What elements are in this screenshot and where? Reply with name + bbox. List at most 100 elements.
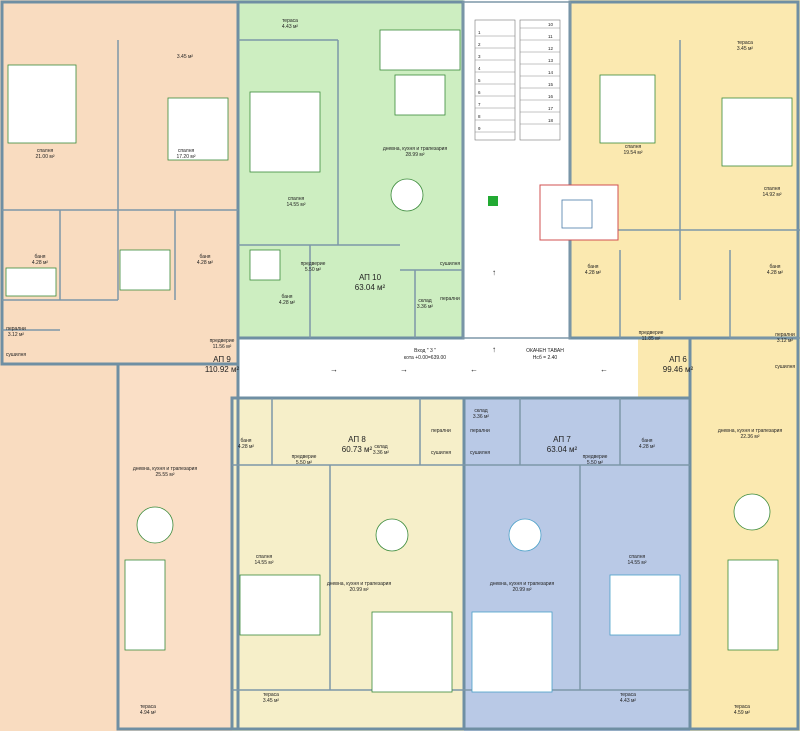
sofa-icon (124, 559, 166, 651)
wall-apt7 (462, 396, 692, 731)
room-name-a10_bed: спалня (288, 196, 305, 202)
double-bed-icon (239, 574, 321, 636)
room-area-a8_storage: 3.36 м² (373, 450, 390, 456)
room-name-a6_bath2: баня (770, 264, 781, 270)
room-name-a10_dryer: сушилня (440, 261, 460, 267)
stair-number: 11 (548, 34, 553, 39)
stair-number: 8 (478, 114, 481, 119)
room-name-a6_dryer: сушилня (775, 364, 795, 370)
room-name-a10_hall: предверие (301, 261, 326, 267)
room-name-a10_living: дневна, кухня и трапезария (383, 146, 448, 152)
room-name-a8_storage: склад (374, 444, 387, 450)
corridor-arrows: → → ← ← ↑ ↑ (330, 268, 608, 374)
room-name-a9_dryer: сушилня (6, 352, 26, 358)
apartment-labels: АП 9 110.92 м² АП 10 63.04 м² АП 6 99.46… (205, 273, 694, 454)
room-area-a6_living: 22.36 м² (740, 434, 759, 440)
stair-number: 7 (478, 102, 481, 107)
room-name-a6_terrace_bottom: тераса (734, 704, 750, 710)
apartment-9-zone (0, 0, 238, 731)
room-area-a9_bed1: 21.00 м² (35, 154, 54, 160)
room-area-a10_living: 28.99 м² (405, 152, 424, 158)
stair-number: 4 (478, 66, 481, 71)
room-area-a8_terrace: 3.45 м² (263, 698, 280, 704)
up-arrow-icon: ↑ (492, 268, 496, 277)
apt10-area: 63.04 м² (355, 283, 386, 292)
apt9-name: АП 9 (213, 355, 231, 364)
double-bed-icon (7, 64, 77, 144)
ceiling-height: Hсб = 2.40 (533, 355, 558, 361)
entrance-level: кота +0.00=639.00 (404, 355, 446, 361)
sofa-icon (371, 611, 453, 693)
room-name-a7_laundry: перални (470, 428, 490, 434)
room-name-a6_bed2: спалня (764, 186, 781, 192)
room-area-a7_terrace: 4.43 м² (620, 698, 637, 704)
apt9-area: 110.92 м² (205, 365, 240, 374)
room-area-a6_terrace: 3.45 м² (737, 46, 754, 52)
room-area-a6_bath1: 4.28 м² (585, 270, 602, 276)
up-arrow-icon: ← (470, 365, 478, 374)
wall-stairwell (462, 1, 571, 339)
room-name-a9_hall: предверие (210, 338, 235, 344)
room-name-a9_bed2: спалня (178, 148, 195, 154)
room-name-a10_terrace: тераса (282, 18, 298, 24)
room-area-a7_bath: 4.28 м² (639, 444, 656, 450)
room-name-a9_terrace_bottom: тераса (140, 704, 156, 710)
room-name-a9_bath1: баня (35, 254, 46, 260)
room-area-a7_living: 20.99 м² (512, 587, 531, 593)
room-name-a7_storage: склад (474, 408, 487, 414)
room-name-a6_living: дневна, кухня и трапезария (718, 428, 783, 434)
room-name-a9_bed1: спалня (37, 148, 54, 154)
room-area-a9_living: 25.55 м² (155, 472, 174, 478)
double-bed-icon (721, 97, 793, 167)
bathtub-icon (5, 267, 57, 297)
sofa-icon (379, 29, 461, 71)
room-area-a8_bed: 14.55 м² (254, 560, 273, 566)
double-bed-icon (599, 74, 656, 144)
room-area-a7_bed: 14.55 м² (627, 560, 646, 566)
furniture (5, 29, 793, 693)
room-area-a9_bed2: 17.20 м² (176, 154, 195, 160)
room-name-a6_bath1: баня (588, 264, 599, 270)
room-name-a10_storage: склад (418, 298, 431, 304)
room-area-a9_laundry: 3.12 м² (8, 332, 25, 338)
room-name-a7_living: дневна, кухня и трапезария (490, 581, 555, 587)
up-arrow-icon: → (330, 365, 338, 374)
room-name-a9_living: дневна, кухня и трапезария (133, 466, 198, 472)
room-name-a7_terrace: тераса (620, 692, 636, 698)
double-bed-icon (249, 91, 321, 173)
dining-table-icon (508, 518, 542, 552)
room-area-a10_bed: 14.55 м² (286, 202, 305, 208)
stair-number: 16 (548, 94, 554, 99)
stair-number: 18 (548, 118, 554, 123)
stair-number: 5 (478, 78, 481, 83)
room-name-a8_living: дневна, кухня и трапезария (327, 581, 392, 587)
armchair-icon (394, 74, 446, 116)
room-area-a10_bath: 4.28 м² (279, 300, 296, 306)
apartment-9-zone-lower (118, 365, 238, 731)
room-name-a9_laundry: перални (6, 326, 26, 332)
stair-number: 1 (478, 30, 481, 35)
room-area-a10_storage: 3.36 м² (417, 304, 434, 310)
exit-sign-icon (488, 196, 498, 206)
room-name-a6_bed1: спалня (625, 144, 642, 150)
apt7-name: АП 7 (553, 435, 571, 444)
stair-number: 9 (478, 126, 481, 131)
room-name-a8_bath: баня (241, 438, 252, 444)
stair-number: 15 (548, 82, 554, 87)
apartment-6-zone (570, 0, 800, 731)
room-name-a8_dryer: сушилня (431, 450, 451, 456)
room-name-a7_dryer: сушилня (470, 450, 490, 456)
apt8-area: 60.73 м² (342, 445, 373, 454)
apt10-name: АП 10 (359, 273, 382, 282)
room-name-a7_hall: предверие (583, 454, 608, 460)
dining-table-icon (375, 518, 409, 552)
room-area-a10_hall: 5.50 м² (305, 267, 322, 273)
room-area-a9_terrace_bottom: 4.94 м² (140, 710, 157, 716)
room-area-a9_bath2: 4.28 м² (197, 260, 214, 266)
room-area-a9_bath1: 4.28 м² (32, 260, 49, 266)
room-area-a8_bath: 4.28 м² (238, 444, 255, 450)
corridor-zone (238, 338, 638, 398)
